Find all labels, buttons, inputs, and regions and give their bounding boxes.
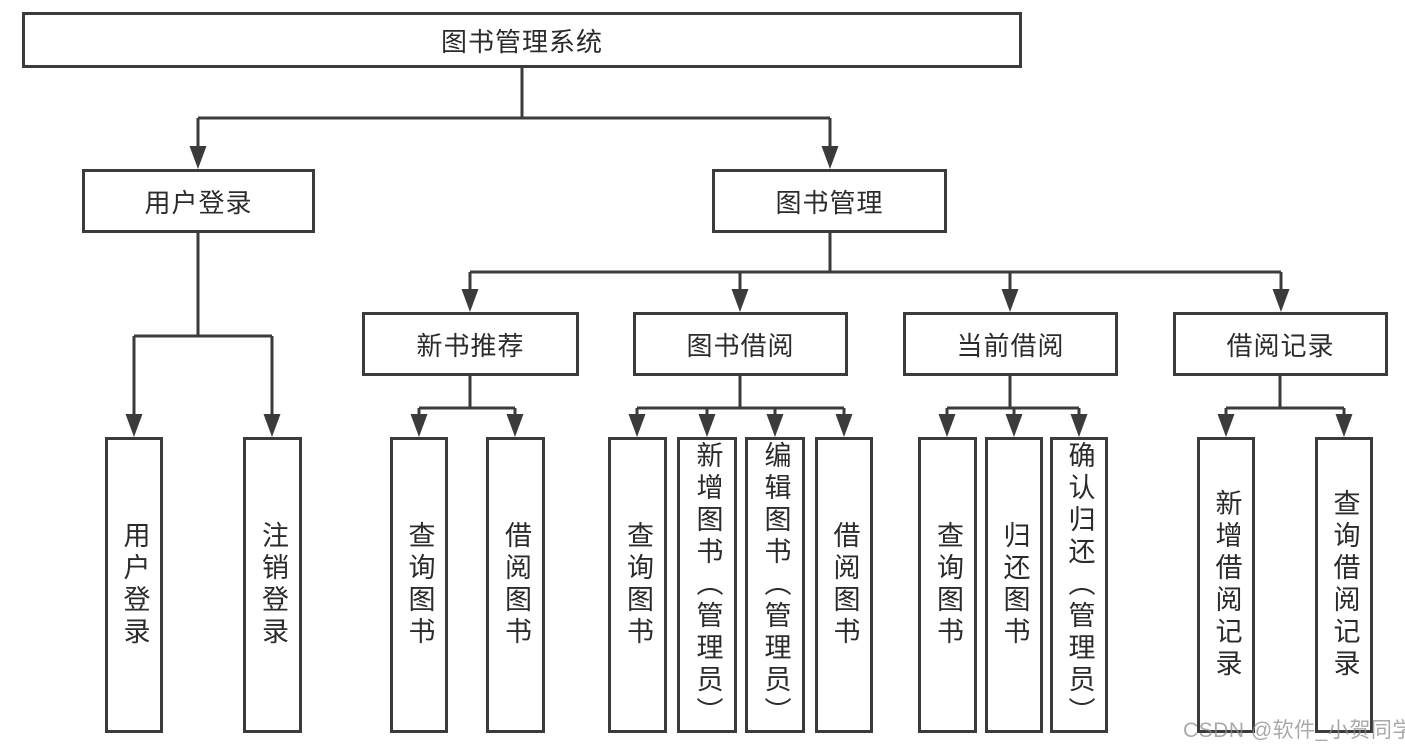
leaf-add-book-admin: 新增图书（管理员）: [677, 437, 737, 733]
csdn-watermark: CSDN @软件_小贺同学: [1183, 719, 1405, 742]
leaf-borrow-books-recommend-label: 借阅图书: [501, 521, 531, 649]
leaf-return-book: 归还图书: [985, 437, 1043, 733]
leaf-query-books-borrow: 查询图书: [608, 437, 667, 733]
leaf-user-login: 用户登录: [105, 437, 163, 733]
node-library-management-system: 图书管理系统: [22, 12, 1022, 68]
leaf-logout-label: 注销登录: [258, 521, 288, 649]
leaf-edit-book-admin: 编辑图书（管理员）: [745, 437, 805, 733]
leaf-edit-book-admin-label: 编辑图书（管理员）: [760, 441, 791, 729]
leaf-query-books-recommend-label: 查询图书: [404, 521, 435, 649]
node-current-borrow: 当前借阅: [903, 312, 1118, 376]
leaf-query-borrow-record: 查询借阅记录: [1315, 437, 1373, 733]
leaf-add-borrow-record-label: 新增借阅记录: [1211, 489, 1242, 681]
leaf-user-login-label: 用户登录: [119, 521, 150, 649]
leaf-logout: 注销登录: [243, 437, 302, 733]
leaf-borrow-books-recommend: 借阅图书: [486, 437, 545, 733]
node-borrow-records: 借阅记录: [1173, 312, 1388, 376]
leaf-return-book-label: 归还图书: [999, 521, 1030, 649]
leaf-borrow-books-borrow-label: 借阅图书: [829, 521, 860, 649]
leaf-add-borrow-record: 新增借阅记录: [1197, 437, 1255, 733]
leaf-query-borrow-record-label: 查询借阅记录: [1329, 489, 1360, 681]
leaf-add-book-admin-label: 新增图书（管理员）: [692, 441, 723, 729]
leaf-query-books-borrow-label: 查询图书: [623, 521, 653, 649]
leaf-borrow-books-borrow: 借阅图书: [815, 437, 873, 733]
leaf-confirm-return-admin: 确认归还（管理员）: [1050, 437, 1108, 733]
node-new-book-recommend: 新书推荐: [362, 312, 579, 376]
leaf-query-books-current-label: 查询图书: [933, 521, 963, 649]
node-book-management: 图书管理: [712, 169, 947, 233]
leaf-query-books-current: 查询图书: [918, 437, 977, 733]
node-book-borrow: 图书借阅: [633, 312, 848, 376]
leaf-confirm-return-admin-label: 确认归还（管理员）: [1064, 441, 1095, 729]
leaf-query-books-recommend: 查询图书: [390, 437, 448, 733]
node-user-login: 用户登录: [82, 169, 315, 233]
